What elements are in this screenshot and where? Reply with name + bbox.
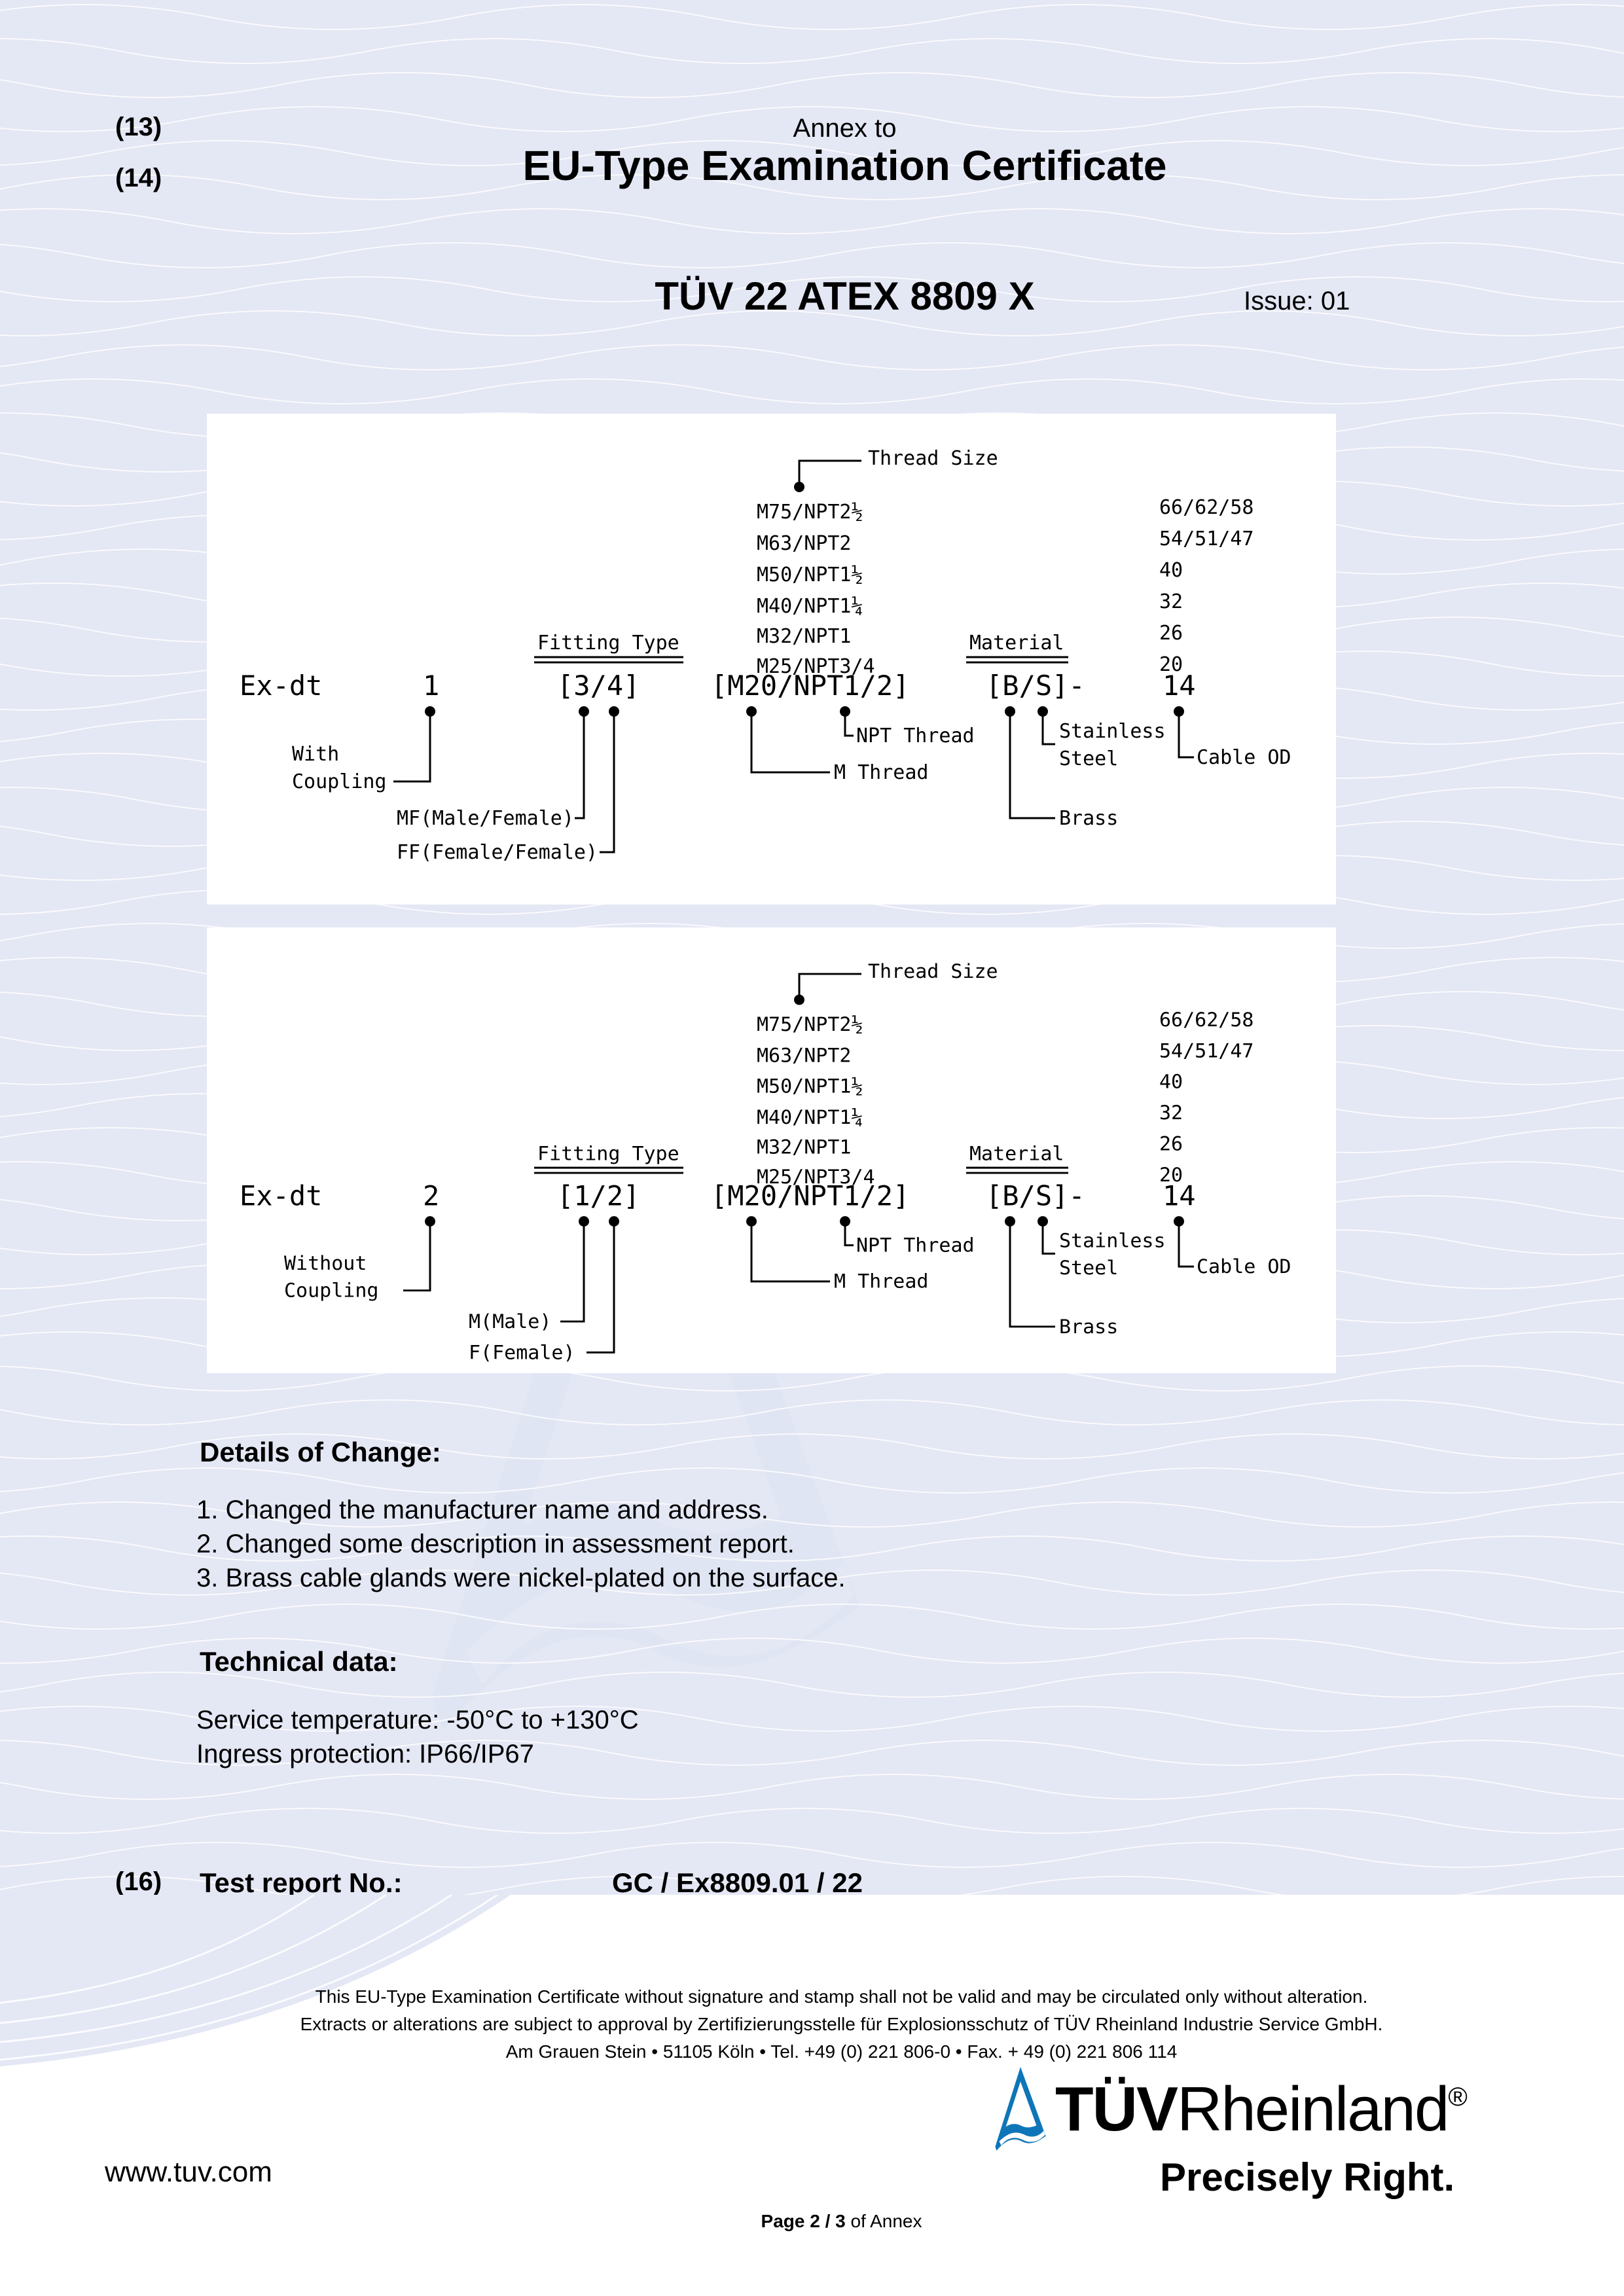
stainless-steel-label: Stainless: [1059, 720, 1166, 743]
thread-code: [M20/NPT1/2]: [711, 1180, 909, 1212]
cable-od-option: 54/51/47: [1159, 1040, 1254, 1063]
disclaimer-line: Am Grauen Stein • 51105 Köln • Tel. +49 …: [505, 2041, 1178, 2062]
change-item: 2. Changed some description in assessmen…: [196, 1530, 795, 1558]
material-code: [B/S]-: [986, 1180, 1085, 1212]
cable-od-option: 26: [1159, 622, 1183, 645]
website-url: www.tuv.com: [105, 2156, 272, 2188]
disclaimer-line: Extracts or alterations are subject to a…: [300, 2014, 1383, 2034]
test-report-label: Test report No.:: [200, 1867, 403, 1898]
brand-rheinland: Rheinland: [1177, 2074, 1449, 2144]
corner-guilloche-decoration: [0, 1895, 511, 2066]
connector-dots: [425, 994, 1184, 1227]
thread-size-option: M40/NPT1¼: [757, 1106, 863, 1129]
connector-lines: [393, 459, 1194, 853]
cable-od-option: 20: [1159, 1164, 1183, 1187]
fitting-code: [3/4]: [557, 670, 640, 702]
cable-od-option: 54/51/47: [1159, 528, 1254, 550]
registered-mark: ®: [1448, 2083, 1468, 2111]
change-item: 3. Brass cable glands were nickel-plated…: [196, 1564, 846, 1592]
clause-14-marker: (14): [115, 164, 162, 192]
thread-size-option: M25/NPT3/4: [757, 655, 875, 678]
cable-od-label: Cable OD: [1197, 1255, 1291, 1278]
model-code: Ex-dt: [240, 1180, 322, 1212]
thread-size-option: M75/NPT2½: [757, 501, 863, 524]
model-code: Ex-dt: [240, 670, 322, 702]
fitting-type-label: Fitting Type: [537, 1142, 679, 1165]
disclaimer-line: This EU-Type Examination Certificate wit…: [315, 1986, 1368, 2007]
brass-label: Brass: [1059, 1316, 1118, 1338]
thread-size-option: M63/NPT2: [757, 532, 852, 555]
fitting-code: [1/2]: [557, 1180, 640, 1212]
clause-13-marker: (13): [115, 113, 162, 141]
brass-label: Brass: [1059, 807, 1118, 830]
thread-size-option: M50/NPT1½: [757, 1075, 863, 1098]
fitting-option: M(Male): [469, 1310, 551, 1333]
fitting-type-label: Fitting Type: [537, 632, 679, 655]
material-label: Material: [969, 1142, 1064, 1165]
brand-tuv: TÜV: [1055, 2074, 1178, 2144]
coupling-label: Coupling: [292, 770, 387, 793]
cable-od-option: 32: [1159, 1102, 1183, 1124]
technical-data-line: Ingress protection: IP66/IP67: [196, 1740, 534, 1768]
thread-size-option: M75/NPT2½: [757, 1013, 863, 1036]
technical-data-heading: Technical data:: [200, 1646, 398, 1677]
m-thread-label: M Thread: [834, 1270, 928, 1293]
clause-16-marker: (16): [115, 1867, 162, 1896]
type-code-diagram-with-coupling: Thread Size M75/NPT2½ M63/NPT2 M50/NPT1½…: [207, 414, 1336, 905]
thread-size-option: M32/NPT1: [757, 625, 852, 648]
coupling-label: Without: [284, 1252, 367, 1275]
technical-data-line: Service temperature: -50°C to +130°C: [196, 1706, 639, 1734]
stainless-steel-label: Stainless: [1059, 1230, 1166, 1253]
cable-od-code: 14: [1163, 1180, 1196, 1212]
tuv-rheinland-logo-icon: [995, 2067, 1046, 2151]
page-title: EU-Type Examination Certificate: [522, 142, 1167, 189]
connector-dots: [425, 482, 1184, 717]
connector-lines: [403, 973, 1194, 1354]
thread-size-option: M40/NPT1¼: [757, 595, 863, 618]
details-of-change-heading: Details of Change:: [200, 1437, 441, 1467]
stainless-steel-label: Steel: [1059, 747, 1118, 770]
thread-size-option: M25/NPT3/4: [757, 1166, 875, 1189]
type-code-diagram-without-coupling: Thread Size M75/NPT2½ M63/NPT2 M50/NPT1½…: [207, 927, 1336, 1373]
coupling-label: Coupling: [284, 1280, 378, 1302]
cable-od-option: 66/62/58: [1159, 496, 1254, 519]
thread-size-label: Thread Size: [868, 447, 998, 470]
material-label: Material: [969, 632, 1064, 655]
npt-thread-label: NPT Thread: [856, 725, 975, 747]
page-number-rest: of Annex: [845, 2211, 922, 2231]
coupling-label: With: [292, 743, 339, 766]
coupling-code: 2: [423, 1180, 439, 1212]
material-code: [B/S]-: [986, 670, 1085, 702]
m-thread-label: M Thread: [834, 761, 929, 784]
stainless-steel-label: Steel: [1059, 1257, 1118, 1280]
thread-size-option: M63/NPT2: [757, 1044, 851, 1067]
npt-thread-label: NPT Thread: [856, 1234, 975, 1257]
brand-tagline: Precisely Right.: [1160, 2155, 1455, 2199]
thread-size-option: M32/NPT1: [757, 1136, 851, 1159]
cable-od-option: 32: [1159, 590, 1183, 613]
cable-od-option: 40: [1159, 559, 1183, 582]
fitting-option: F(Female): [469, 1341, 575, 1364]
test-report-number: GC / Ex8809.01 / 22: [612, 1867, 863, 1898]
page-number-bold: Page 2 / 3: [761, 2211, 846, 2231]
cable-od-option: 26: [1159, 1133, 1183, 1156]
coupling-code: 1: [423, 670, 439, 702]
fitting-option: FF(Female/Female): [397, 841, 598, 864]
issue-label: Issue: 01: [1244, 287, 1350, 315]
cable-od-label: Cable OD: [1197, 746, 1291, 769]
cable-od-option: 66/62/58: [1159, 1009, 1254, 1031]
tuv-rheinland-wordmark: TÜVRheinland®: [1055, 2073, 1468, 2145]
change-item: 1. Changed the manufacturer name and add…: [196, 1496, 768, 1524]
thread-size-label: Thread Size: [868, 960, 998, 983]
fitting-option: MF(Male/Female): [397, 807, 574, 830]
cable-od-code: 14: [1163, 670, 1196, 702]
thread-size-option: M50/NPT1½: [757, 564, 863, 586]
cable-od-option: 40: [1159, 1071, 1183, 1094]
cable-od-option: 20: [1159, 653, 1183, 676]
annex-to-label: Annex to: [793, 114, 897, 143]
certificate-number: TÜV 22 ATEX 8809 X: [655, 274, 1035, 318]
page-number: Page 2 / 3 of Annex: [59, 2211, 1624, 2232]
thread-code: [M20/NPT1/2]: [711, 670, 909, 702]
